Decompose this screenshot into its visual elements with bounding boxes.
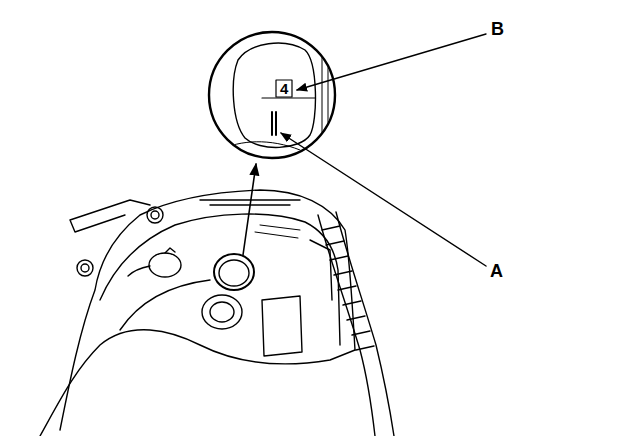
callout-letter: A [489, 262, 504, 280]
transmission-housing [40, 190, 355, 436]
inspection-cap [128, 248, 181, 277]
rubber-plug [202, 295, 242, 329]
timing-mark-number: 4 [279, 81, 289, 96]
view-arrow [243, 164, 256, 255]
leader-line [297, 34, 486, 90]
bracket [262, 296, 302, 356]
inspection-hole [214, 254, 254, 290]
callout-letter: B [490, 20, 505, 38]
bolt [77, 207, 163, 276]
leader-line [281, 133, 486, 266]
magnified-view [209, 30, 335, 160]
hose [318, 212, 394, 436]
